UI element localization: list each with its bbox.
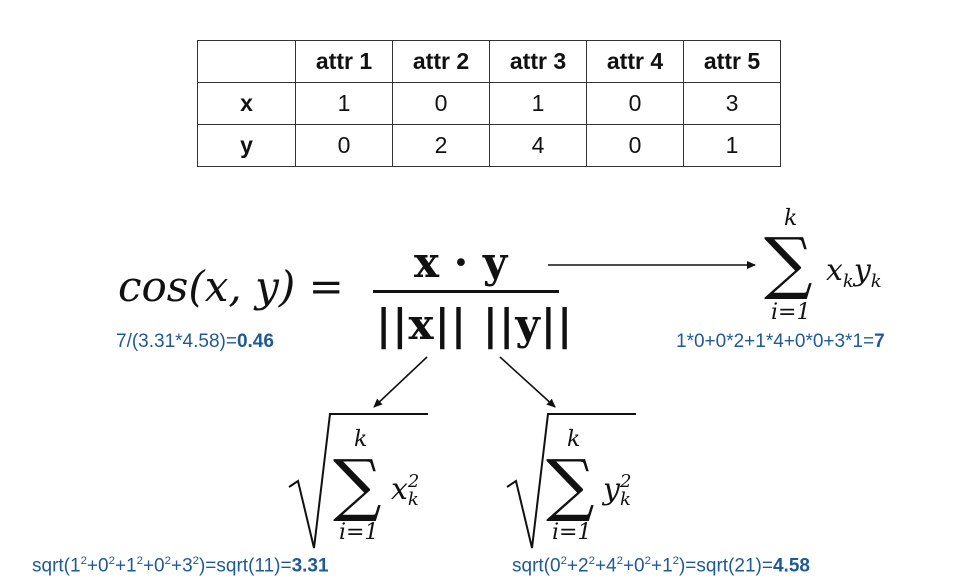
norm-x-sub: k xyxy=(407,489,419,510)
norm-y-calc-part: +4 xyxy=(594,555,617,577)
attribute-table: attr 1 attr 2 attr 3 attr 4 attr 5 x 1 0… xyxy=(197,40,781,167)
dot-summand-y: y xyxy=(853,253,871,288)
row-label-x: x xyxy=(197,82,296,125)
arrow-to-norm-x xyxy=(373,356,428,408)
dot-calc-result: 7 xyxy=(874,331,885,352)
fraction-numerator: x · y xyxy=(414,238,508,287)
dot-sum-sigma: ∑ xyxy=(764,224,813,303)
header-attr-5: attr 5 xyxy=(683,40,781,83)
norm-y-var: y xyxy=(603,472,620,507)
norm-y-calc-exp: 2 xyxy=(560,555,567,567)
norm-y-sigma: ∑ xyxy=(546,446,595,525)
norm-x-calc-exp: 2 xyxy=(192,555,199,567)
dot-summand-x-sub: k xyxy=(842,271,854,292)
table-cell: 0 xyxy=(586,124,684,167)
norm-y-calc-exp: 2 xyxy=(588,555,595,567)
norm-y-sub: k xyxy=(619,489,631,510)
norm-x-calc-part: )=sqrt(11)= xyxy=(198,555,292,577)
norm-y-calc-result: 4.58 xyxy=(772,555,810,577)
norm-x-calc-part: +3 xyxy=(170,555,193,577)
norm-x-calc-exp: 2 xyxy=(164,555,171,567)
norm-x-sup: 2 xyxy=(407,471,420,492)
norm-y-calc-part: +2 xyxy=(566,555,589,577)
dot-sum-summand: xkyk xyxy=(826,253,882,292)
arrow-to-norm-y xyxy=(499,356,556,408)
norm-y-calc-exp: 2 xyxy=(644,555,651,567)
dot-summand-x: x xyxy=(826,253,843,288)
norm-x-calc-exp: 2 xyxy=(136,555,143,567)
cosine-calc-result: 0.46 xyxy=(236,331,274,352)
dot-calc-prefix: 1*0+0*2+1*4+0*0+3*1= xyxy=(676,331,875,352)
dot-sum-upper-limit: k xyxy=(784,206,798,231)
norm-x-calculation: sqrt(12+02+12+02+32)=sqrt(11)=3.31 xyxy=(32,555,329,577)
norm-y-calculation: sqrt(02+22+42+02+12)=sqrt(21)=4.58 xyxy=(512,555,810,577)
cosine-calculation: 7/(3.31*4.58)=0.46 xyxy=(116,331,274,353)
table-row-x: x 1 0 1 0 3 xyxy=(197,82,781,125)
norm-x-calc-part: +1 xyxy=(114,555,137,577)
norm-y-lower-limit: i=1 xyxy=(552,520,592,545)
dot-product-calculation: 1*0+0*2+1*4+0*0+3*1=7 xyxy=(676,331,885,353)
fraction-denominator: ||x|| ||y|| xyxy=(376,300,574,349)
header-attr-4: attr 4 xyxy=(586,40,684,83)
norm-y-upper-limit: k xyxy=(567,427,581,452)
norm-x-var: x xyxy=(391,472,408,507)
table-cell: 1 xyxy=(683,124,781,167)
norm-y-calc-part: )=sqrt(21)= xyxy=(678,555,773,577)
norm-x-lower-limit: i=1 xyxy=(339,520,379,545)
cosine-lhs: cos(x, y) = xyxy=(118,262,344,311)
norm-y-sup: 2 xyxy=(619,471,632,492)
norm-y-calc-part: +0 xyxy=(622,555,645,577)
fraction-bar xyxy=(373,290,559,293)
header-attr-3: attr 3 xyxy=(489,40,587,83)
norm-y-calc-exp: 2 xyxy=(672,555,679,567)
table-cell: 2 xyxy=(392,124,490,167)
dot-sum-lower-limit: i=1 xyxy=(771,300,811,325)
norm-x-calc-exp: 2 xyxy=(80,555,87,567)
norm-x-upper-limit: k xyxy=(354,427,368,452)
norm-x-calc-exp: 2 xyxy=(108,555,115,567)
norm-y-calc-part: sqrt(0 xyxy=(512,555,561,577)
radical-sign-y xyxy=(506,413,636,549)
norm-x-calc-part: +0 xyxy=(142,555,165,577)
norm-y-calc-exp: 2 xyxy=(616,555,623,567)
table-cell: 0 xyxy=(586,82,684,125)
norm-x-sigma: ∑ xyxy=(333,446,382,525)
norm-y-calc-part: +1 xyxy=(650,555,673,577)
dot-summand-y-sub: k xyxy=(870,271,882,292)
table-cell: 4 xyxy=(489,124,587,167)
radical-sign-x xyxy=(288,413,428,549)
row-label-y: y xyxy=(197,124,296,167)
table-row-y: y 0 2 4 0 1 xyxy=(197,124,781,167)
norm-x-calc-part: sqrt(1 xyxy=(32,555,81,577)
norm-x-calc-part: +0 xyxy=(86,555,109,577)
norm-x-calc-result: 3.31 xyxy=(291,555,329,577)
table-cell: 3 xyxy=(683,82,781,125)
cosine-calc-prefix: 7/(3.31*4.58)= xyxy=(116,331,237,352)
